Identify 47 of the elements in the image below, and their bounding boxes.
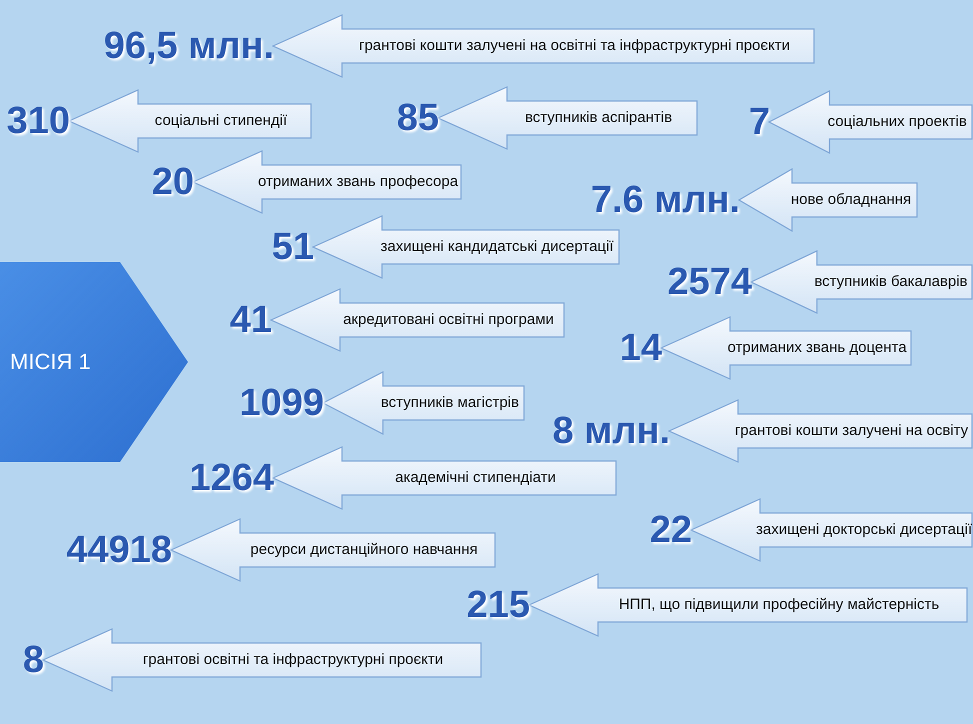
callout-text: грантові кошти залучені на освіту bbox=[734, 421, 969, 441]
callout-text: ресурси дистанційного навчання bbox=[249, 540, 479, 560]
statistic-value: 44918 bbox=[66, 528, 172, 572]
statistic-value: 41 bbox=[230, 298, 272, 342]
callout-text: вступників аспірантів bbox=[524, 108, 674, 128]
callout-text: вступників бакалаврів bbox=[813, 272, 969, 292]
arrow-callout bbox=[668, 399, 973, 463]
callout-text: грантові кошти залучені на освітні та інфраструктурні проєкти bbox=[358, 36, 792, 56]
arrow-callout bbox=[312, 215, 620, 279]
arrow-callout bbox=[272, 446, 617, 510]
mission-title: МІСІЯ 1 bbox=[10, 349, 91, 375]
arrow-callout bbox=[660, 316, 912, 380]
callout-text: грантові освітні та інфраструктурні проєкти bbox=[142, 650, 444, 670]
callout-text: захищені кандидатські дисертації bbox=[379, 237, 614, 257]
statistic-value: 8 bbox=[22, 638, 44, 682]
arrow-callout bbox=[690, 498, 973, 562]
callout-text: соціальних проектів bbox=[826, 112, 968, 132]
statistic-value: 22 bbox=[650, 508, 692, 552]
arrow-callout bbox=[270, 288, 565, 352]
callout-text: академічні стипендіати bbox=[394, 468, 557, 488]
callout-text: нове обладнання bbox=[790, 190, 912, 210]
arrow-callout bbox=[42, 628, 482, 692]
statistic-value: 20 bbox=[152, 160, 194, 204]
callout-text: вступників магістрів bbox=[380, 393, 520, 413]
arrow-callout bbox=[170, 518, 496, 582]
statistic-value: 1264 bbox=[189, 456, 274, 500]
arrow-callout bbox=[738, 168, 918, 232]
statistic-value: 7.6 млн. bbox=[590, 178, 740, 222]
arrow-callout bbox=[750, 250, 973, 314]
statistic-value: 8 млн. bbox=[552, 409, 670, 453]
statistic-value: 215 bbox=[466, 583, 530, 627]
statistic-value: 2574 bbox=[667, 260, 752, 304]
statistic-value: 14 bbox=[620, 326, 662, 370]
callout-text: отриманих звань професора bbox=[258, 172, 458, 192]
callout-text: акредитовані освітні програми bbox=[342, 310, 555, 330]
statistic-value: 96,5 млн. bbox=[104, 24, 274, 68]
arrow-callout bbox=[768, 90, 973, 154]
callout-text: отриманих звань доцента bbox=[726, 338, 908, 358]
arrow-callout bbox=[272, 14, 815, 78]
statistic-value: 1099 bbox=[239, 381, 324, 425]
statistic-value: 51 bbox=[272, 225, 314, 269]
callout-text: соціальні стипендії bbox=[154, 111, 288, 131]
statistic-value: 85 bbox=[396, 96, 439, 140]
callout-text: НПП, що підвищили професійну майстерність bbox=[618, 595, 940, 615]
hexagon-banner bbox=[0, 262, 188, 462]
statistic-value: 310 bbox=[6, 99, 70, 143]
statistic-value: 7 bbox=[748, 100, 770, 144]
